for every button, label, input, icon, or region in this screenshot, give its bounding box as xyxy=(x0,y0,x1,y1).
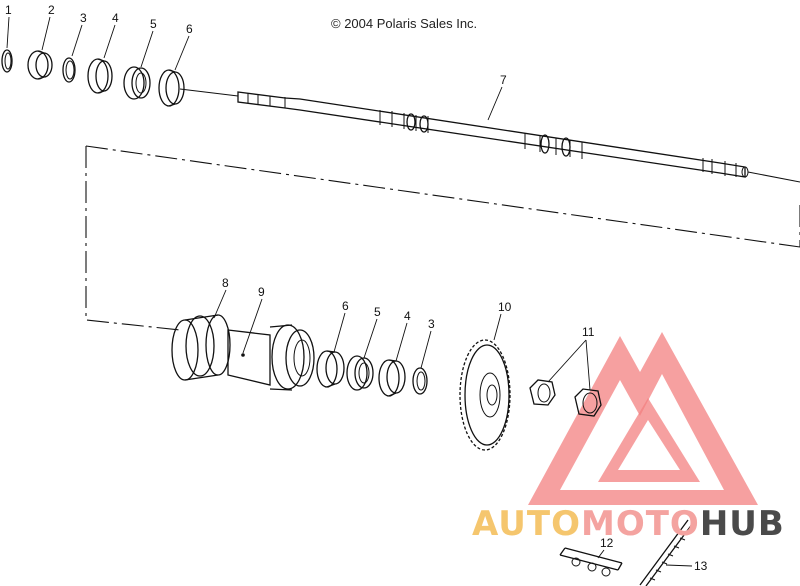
callout-4-lower: 4 xyxy=(404,309,411,323)
nut-icon xyxy=(529,379,602,417)
callout-1: 1 xyxy=(5,3,12,17)
watermark-text: AUTOMOTOHUB xyxy=(472,504,785,544)
watermark-moto: MOTO xyxy=(581,504,700,544)
callout-8: 8 xyxy=(222,276,229,290)
ring-part-3 xyxy=(62,57,76,83)
callout-3-lower: 3 xyxy=(428,317,435,331)
callout-11: 11 xyxy=(582,325,595,339)
callout-5-lower: 5 xyxy=(374,305,381,319)
ring-part-3-lower xyxy=(412,367,428,395)
seal-part-4-lower xyxy=(378,359,406,397)
callout-4: 4 xyxy=(112,11,119,25)
callout-7: 7 xyxy=(500,73,507,87)
callout-2: 2 xyxy=(48,3,55,17)
copyright-text: © 2004 Polaris Sales Inc. xyxy=(331,16,477,31)
callout-5: 5 xyxy=(150,17,157,31)
sprocket-icon xyxy=(459,339,511,451)
seal-part-6-lower xyxy=(316,350,345,388)
callout-12: 12 xyxy=(600,536,614,550)
seal-part-4 xyxy=(87,58,113,94)
axle-housing-icon xyxy=(171,314,315,391)
callout-10: 10 xyxy=(498,300,512,314)
logo-triangle-icon xyxy=(528,332,758,505)
ring-part-1 xyxy=(1,49,13,73)
callout-9: 9 xyxy=(258,285,265,299)
callout-3: 3 xyxy=(80,11,87,25)
bolt-part-13 xyxy=(639,519,694,586)
bearing-part-5 xyxy=(123,66,151,100)
callout-6: 6 xyxy=(186,22,193,36)
watermark-auto: AUTO xyxy=(472,504,581,544)
watermark-hub: HUB xyxy=(700,504,785,544)
callout-6-lower: 6 xyxy=(342,299,349,313)
shaft-icon xyxy=(237,91,749,178)
clip-part-12 xyxy=(559,547,623,577)
bearing-part-2 xyxy=(27,50,53,80)
seal-part-6 xyxy=(158,69,185,107)
bearing-part-5-lower xyxy=(346,355,374,391)
callout-13: 13 xyxy=(694,559,708,573)
